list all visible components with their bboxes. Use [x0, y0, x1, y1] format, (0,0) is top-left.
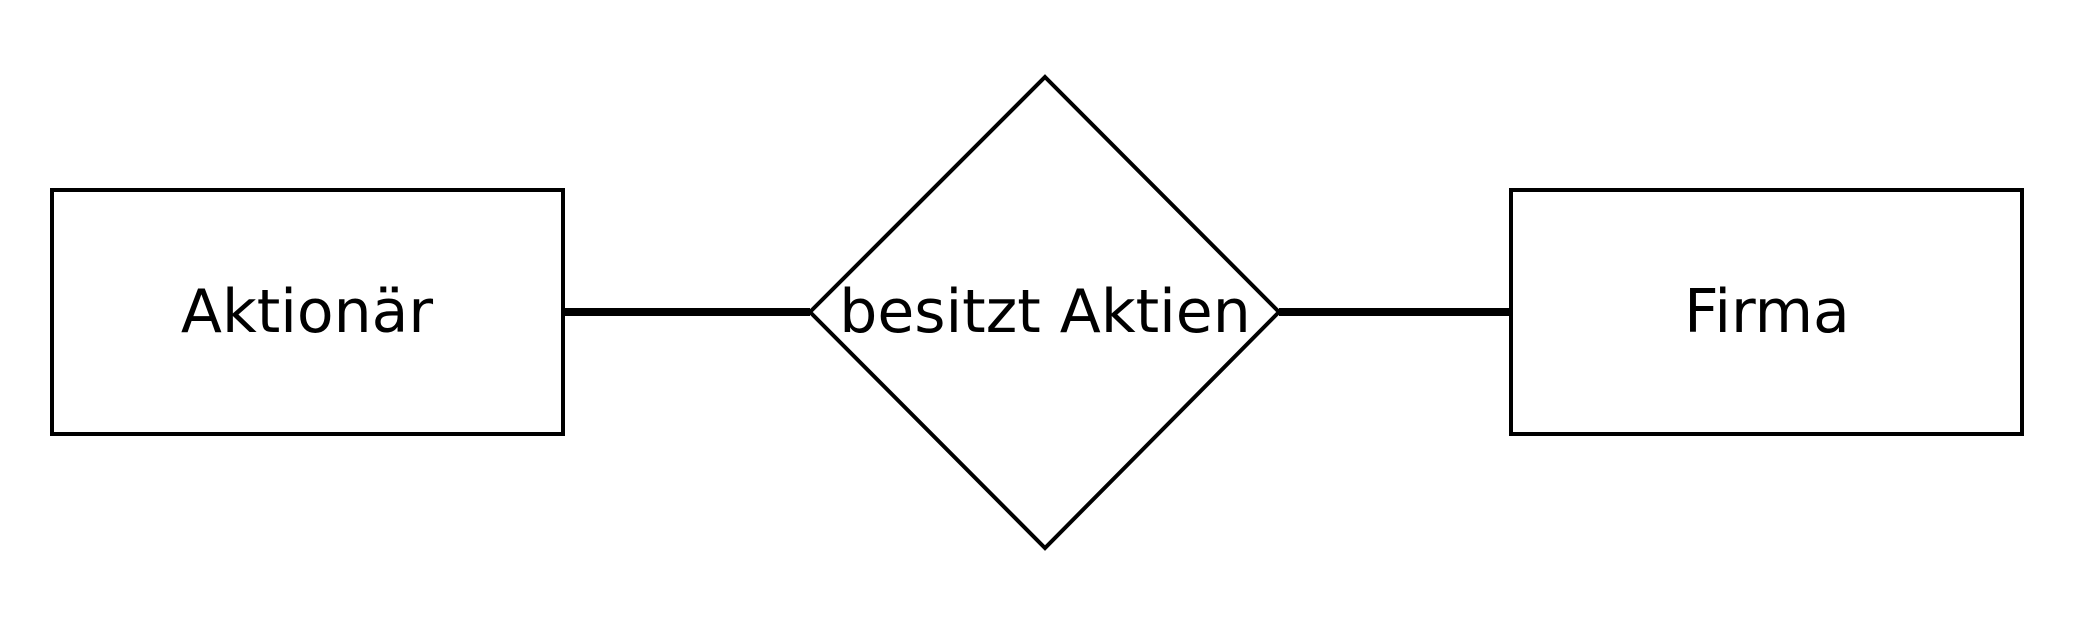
entity-firma[interactable]: Firma — [1509, 188, 2024, 436]
relationship-label: besitzt Aktien — [839, 277, 1250, 347]
relationship-diamond — [807, 74, 1282, 551]
relationship-besitzt-aktien[interactable]: besitzt Aktien — [807, 74, 1282, 551]
entity-aktionaer[interactable]: Aktionär — [50, 188, 565, 436]
entity-aktionaer-label: Aktionär — [181, 277, 433, 347]
entity-aktionaer-box — [50, 188, 565, 436]
entity-firma-box — [1509, 188, 2024, 436]
entity-firma-label: Firma — [1684, 277, 1850, 347]
